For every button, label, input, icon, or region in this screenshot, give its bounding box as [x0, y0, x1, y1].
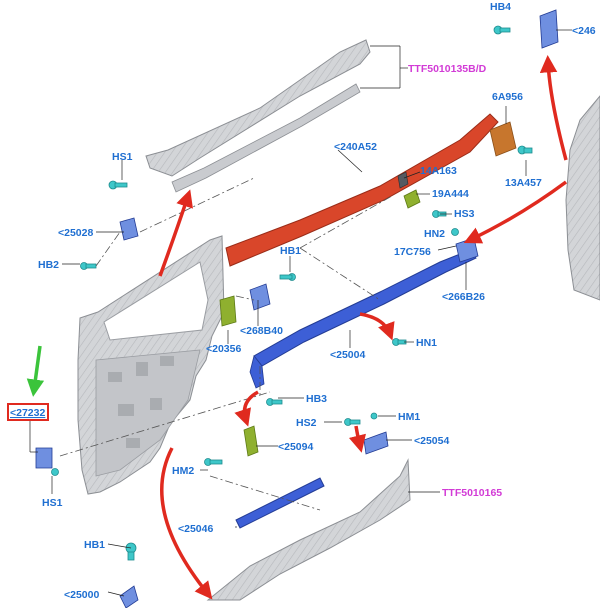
label-hs2[interactable]: HS2 [296, 417, 317, 429]
label-hs1-top[interactable]: HS1 [112, 151, 133, 163]
bottom-rail-blue [235, 477, 325, 529]
lower-rocker-panel [206, 458, 411, 601]
label-14a163[interactable]: 14A163 [420, 165, 457, 177]
lower-guide-rail-blue [249, 249, 477, 389]
label-25046[interactable]: <25046 [178, 523, 213, 535]
label-19a444[interactable]: 19A444 [432, 188, 469, 200]
label-13a457[interactable]: 13A457 [505, 177, 542, 189]
alignment-lines [59, 177, 393, 511]
leader-lines [29, 29, 572, 597]
label-25028[interactable]: <25028 [58, 227, 93, 239]
label-hb2[interactable]: HB2 [38, 259, 59, 271]
red-arrows [158, 55, 568, 600]
label-hm1[interactable]: HM1 [398, 411, 420, 423]
label-268b40[interactable]: <268B40 [240, 325, 283, 337]
label-25004[interactable]: <25004 [330, 349, 365, 361]
label-hb3[interactable]: HB3 [306, 393, 327, 405]
label-25000[interactable]: <25000 [64, 589, 99, 601]
label-hn2[interactable]: HN2 [424, 228, 445, 240]
callout-labels: TTF5010135B/D TTF5010165 <246 HB4 6A956 … [10, 1, 596, 601]
fasteners [51, 25, 533, 561]
label-6a956[interactable]: 6A956 [492, 91, 523, 103]
label-hb4[interactable]: HB4 [490, 1, 511, 13]
label-hs1-bottom[interactable]: HS1 [42, 497, 63, 509]
highlight-box [7, 403, 49, 421]
label-hn1[interactable]: HN1 [416, 337, 437, 349]
label-240a52[interactable]: <240A52 [334, 141, 377, 153]
label-25094[interactable]: <25094 [278, 441, 313, 453]
part-6a956-pad [489, 121, 517, 157]
label-17c756[interactable]: 17C756 [394, 246, 431, 258]
label-hb1-bottom[interactable]: HB1 [84, 539, 105, 551]
label-20356[interactable]: <20356 [206, 343, 241, 355]
center-rail-red [225, 113, 499, 267]
label-ttf5010165[interactable]: TTF5010165 [442, 487, 502, 499]
sliding-door-panel [77, 235, 225, 495]
label-246[interactable]: <246 [572, 25, 596, 37]
label-hb1-mid[interactable]: HB1 [280, 245, 301, 257]
upper-roof-rail [145, 39, 371, 193]
blue-brackets [35, 9, 559, 608]
label-ttf5010135bd[interactable]: TTF5010135B/D [408, 63, 487, 75]
label-hm2[interactable]: HM2 [172, 465, 194, 477]
green-arrow [26, 345, 45, 397]
label-hs3[interactable]: HS3 [454, 208, 475, 220]
label-25054[interactable]: <25054 [414, 435, 449, 447]
label-266b26[interactable]: <266B26 [442, 291, 485, 303]
green-brackets [219, 189, 421, 457]
body-side-panel [565, 95, 600, 301]
label-27232[interactable]: <27232 [10, 407, 45, 419]
